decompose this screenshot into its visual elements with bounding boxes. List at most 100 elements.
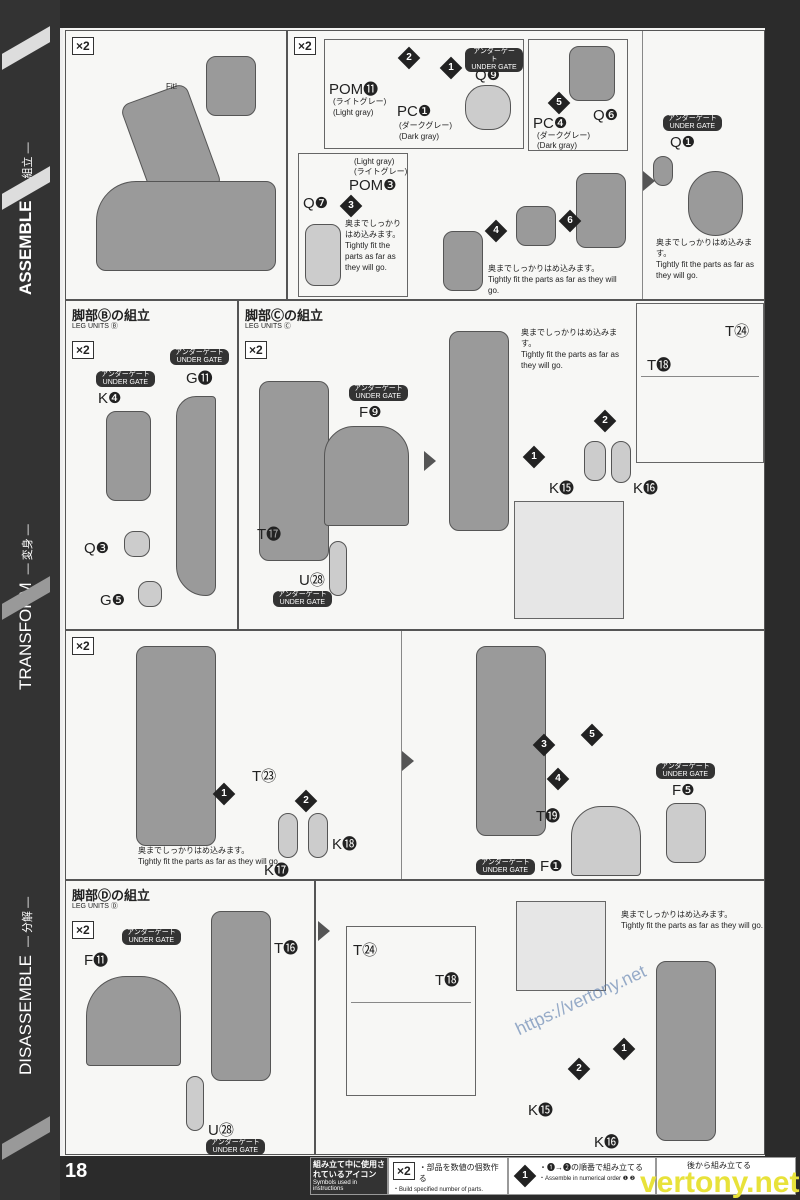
part-shape (86, 976, 181, 1066)
step-2-icon: 2 (567, 1057, 591, 1081)
next-arrow-icon (318, 921, 330, 941)
step-1-icon: 1 (522, 445, 546, 469)
color-label: (ダークグレー) (537, 131, 591, 140)
part-label: K⓰ (594, 1134, 620, 1151)
quantity-icon: ×2 (245, 341, 267, 359)
part-label: U㉘ (208, 1122, 234, 1139)
divider (2, 26, 50, 70)
legend-later: 後から組み立てる (656, 1157, 796, 1195)
disassemble-label: DISASSEMBLE— 分解 — (16, 896, 35, 1075)
color-label: (Dark gray) (537, 141, 578, 150)
divider (642, 31, 643, 299)
part-shape (653, 156, 673, 186)
page-number: 18 (65, 1160, 88, 1182)
step-6-icon: 6 (558, 209, 582, 233)
part-shape (259, 381, 329, 561)
step-1-icon: 1 (439, 56, 463, 80)
part-shape (329, 541, 347, 596)
next-arrow-icon (424, 451, 436, 471)
detail-inset (514, 501, 624, 619)
step-1-icon: 1 (212, 782, 236, 806)
part-label: POM❸ (349, 177, 397, 194)
detail-box: T⓲ T㉔ (636, 303, 764, 463)
part-shape (449, 331, 509, 531)
detail-box: POM⓫ (ライトグレー) (Light gray) PC❶ (ダークグレー) … (324, 39, 524, 149)
part-shape (186, 1076, 204, 1131)
part-label: F❶ (540, 858, 563, 875)
fit-note: 奥までしっかりはめ込みます。Tightly fit the parts as f… (656, 238, 754, 280)
divider (351, 1002, 471, 1003)
watermark: vertony.net (640, 1166, 800, 1199)
panel-assembly-b: ×2 POM⓫ (ライトグレー) (Light gray) PC❶ (ダークグレ… (287, 30, 765, 300)
detail-box: 5 PC❹ (ダークグレー) (Dark gray) Q❻ (528, 39, 628, 151)
part-label: K⓯ (549, 480, 575, 497)
quantity-icon: ×2 (72, 921, 94, 939)
part-label: F❺ (672, 782, 695, 799)
part-label: T㉓ (252, 768, 277, 785)
panel-assembly-a: ×2 Fit! (65, 30, 287, 300)
legend-title: 組み立て中に使用されているアイコン Symbols used in instru… (310, 1157, 388, 1195)
part-label: U㉘ (299, 572, 325, 589)
quantity-icon: ×2 (72, 341, 94, 359)
part-label: F⓫ (84, 952, 109, 969)
step-4-icon: 4 (484, 219, 508, 243)
part-label: K⓰ (633, 480, 659, 497)
detail-inset (516, 901, 606, 991)
step-3-icon: 3 (532, 733, 556, 757)
part-shape (688, 171, 743, 236)
step-icon: 1 (513, 1164, 537, 1188)
legend-quantity: ×2 ・部品を数値の個数作る・Build specified number of… (388, 1157, 508, 1195)
step-2-icon: 2 (294, 789, 318, 813)
color-label: (Light gray) (354, 157, 395, 166)
part-label: Q❶ (670, 134, 696, 151)
color-label: (ライトグレー) (354, 167, 408, 176)
part-label: Q❼ (303, 195, 329, 212)
part-shape (584, 441, 606, 481)
color-label: (Dark gray) (399, 132, 440, 141)
step-5-icon: 5 (580, 723, 604, 747)
section-subtitle: LEG UNITS Ⓑ (72, 323, 118, 330)
fit-note: 奥までしっかりはめ込みます。Tightly fit the parts as f… (521, 328, 619, 370)
part-shape (666, 803, 706, 863)
fit-note: 奥までしっかりはめ込みます。Tightly fit the parts as f… (621, 910, 763, 930)
part-shape (211, 911, 271, 1081)
part-label: G⓫ (186, 370, 213, 387)
part-label: K⓱ (264, 862, 290, 879)
color-label: (ライトグレー) (333, 97, 387, 106)
panel-leg-d-assembly: T㉔ T⓲ 奥までしっかりはめ込みます。Tightly fit the part… (315, 880, 765, 1155)
part-shape (106, 411, 151, 501)
divider (2, 1116, 50, 1160)
part-label: T⓱ (257, 526, 282, 543)
part-label: T⓲ (435, 972, 460, 989)
color-label: (Light gray) (333, 108, 374, 117)
legend-order: 1 ・❶→❷の順番で組み立てる・Assemble in numerical or… (508, 1157, 656, 1195)
part-shape (465, 85, 511, 130)
part-label: G❺ (100, 592, 126, 609)
part-label: PC❶ (397, 103, 432, 120)
detail-box: (Light gray) (ライトグレー) POM❸ Q❼ 3 奥までしっかりは… (298, 153, 408, 297)
part-shape (124, 531, 150, 557)
part-shape (96, 181, 276, 271)
part-shape (176, 396, 216, 596)
assemble-label: ASSEMBLE— 組立 — (16, 142, 35, 295)
divider (401, 631, 402, 879)
quantity-icon: ×2 (72, 37, 94, 55)
part-label: F❾ (359, 404, 382, 421)
part-shape (138, 581, 162, 607)
divider (641, 376, 759, 377)
part-label: K⓲ (332, 836, 358, 853)
step-5-icon: 5 (547, 91, 571, 115)
part-shape (308, 813, 328, 858)
part-shape (443, 231, 483, 291)
part-label: Q❻ (593, 107, 619, 124)
part-shape (576, 173, 626, 248)
